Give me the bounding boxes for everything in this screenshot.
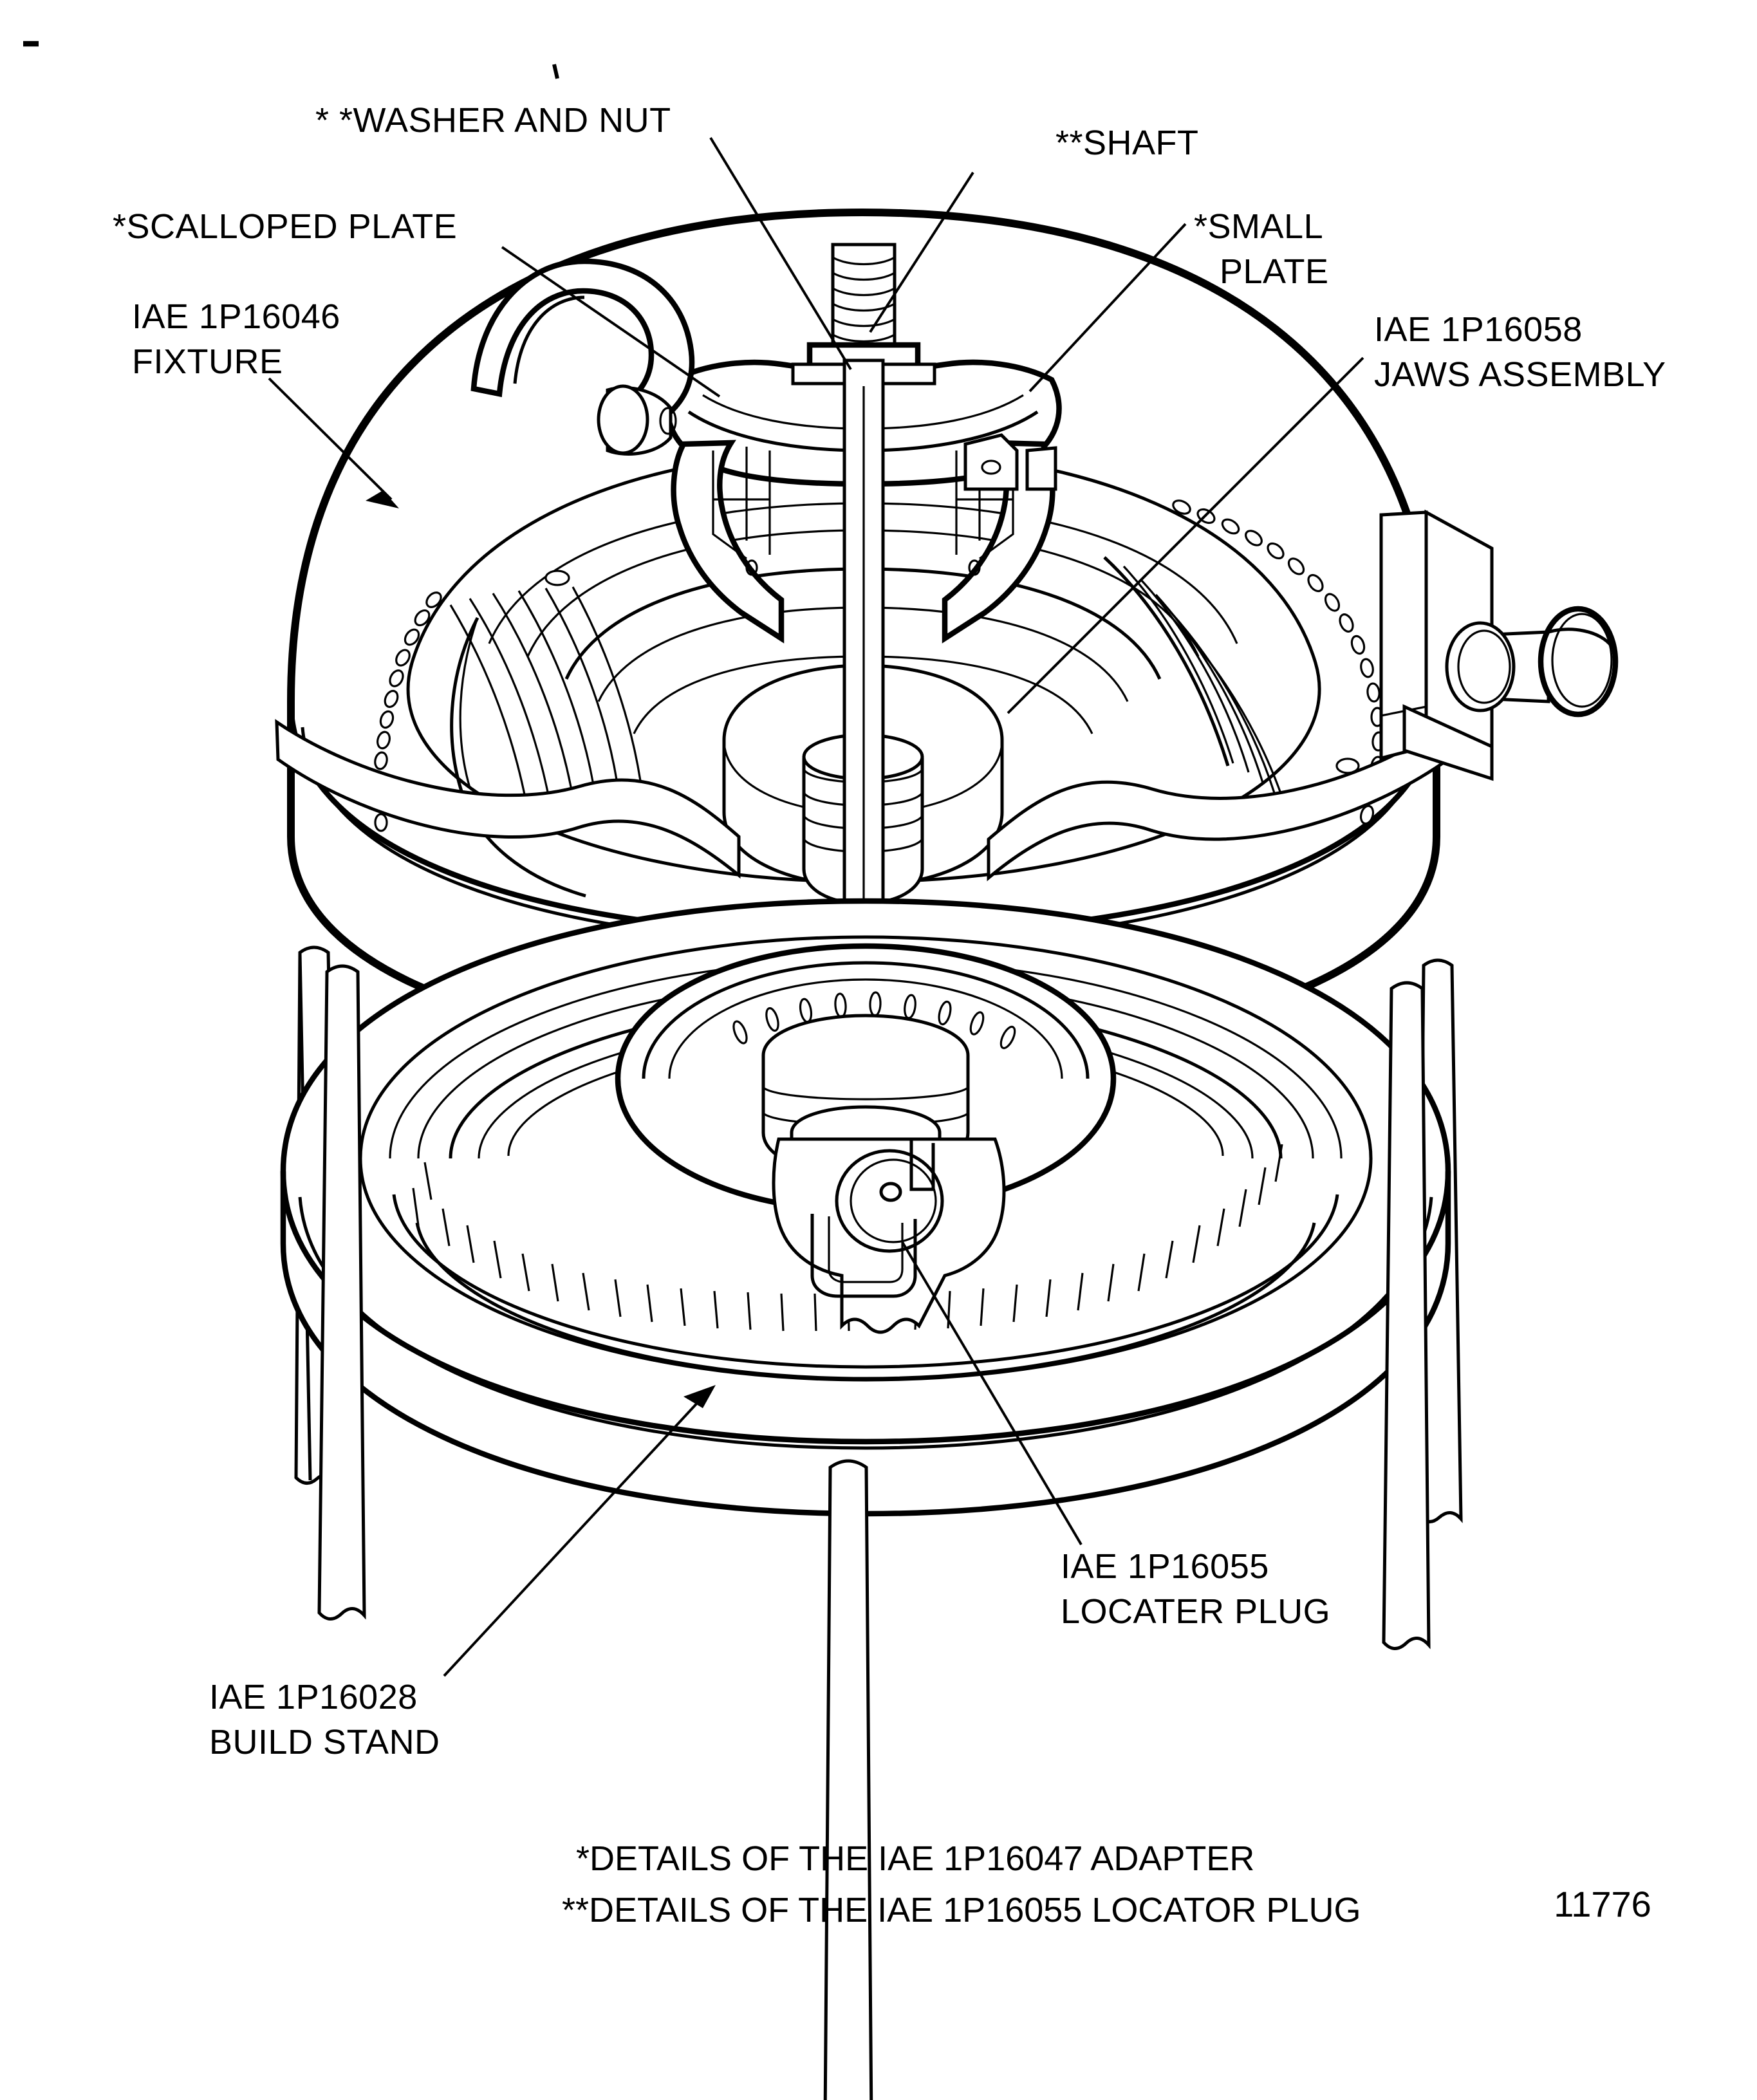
leader-washer-and-nut <box>709 136 852 371</box>
clamp-bracket-and-knob <box>1379 509 1619 781</box>
callout-locater-line2: LOCATER PLUG <box>1061 1592 1330 1631</box>
lower-turbine-disk <box>280 898 1451 1517</box>
leader-shaft <box>869 171 974 333</box>
locater-plug <box>772 1137 1006 1334</box>
callout-shaft: **SHAFT <box>1055 124 1199 162</box>
leader-lines <box>268 136 1364 1677</box>
registration-marks <box>23 41 559 79</box>
callout-jaws-line1: IAE 1P16058 <box>1374 310 1583 349</box>
jaws-assembly-and-column <box>664 243 1062 1315</box>
callout-locater-line1: IAE 1P16055 <box>1061 1547 1269 1586</box>
leader-build-stand <box>443 1385 716 1677</box>
build-stand-front-legs <box>317 964 1431 2100</box>
callout-text-group: * *WASHER AND NUT **SHAFT *SCALLOPED PLA… <box>113 101 1666 1761</box>
rotor-rib-sector-right <box>1103 556 1286 805</box>
callout-small-plate-line1: *SMALL <box>1194 207 1323 246</box>
figure-number: 11776 <box>1554 1884 1651 1924</box>
footnote-locator-plug: **DETAILS OF THE IAE 1P16055 LOCATOR PLU… <box>562 1891 1361 1929</box>
callout-fixture-line2: FIXTURE <box>132 342 283 381</box>
callout-build-stand-line2: BUILD STAND <box>209 1723 440 1761</box>
callout-fixture-line1: IAE 1P16046 <box>132 297 340 336</box>
callout-jaws-line2: JAWS ASSEMBLY <box>1374 355 1666 394</box>
footnote-adapter: *DETAILS OF THE IAE 1P16047 ADAPTER <box>576 1839 1254 1878</box>
leader-fixture <box>268 377 399 508</box>
callout-build-stand-line1: IAE 1P16028 <box>209 1678 418 1716</box>
callout-small-plate-line2: PLATE <box>1220 252 1329 291</box>
leader-locater-plug <box>901 1241 1083 1546</box>
fixture-lift-handle <box>470 258 695 456</box>
callout-scalloped-plate: *SCALLOPED PLATE <box>113 207 457 246</box>
footnote-group: *DETAILS OF THE IAE 1P16047 ADAPTER **DE… <box>562 1839 1361 1929</box>
fixture-spider-arms <box>275 719 1451 882</box>
leader-scalloped-plate <box>501 246 721 398</box>
leader-small-plate <box>1028 223 1187 393</box>
leader-jaws-assembly <box>1007 357 1364 714</box>
callout-washer-and-nut: * *WASHER AND NUT <box>315 101 671 140</box>
